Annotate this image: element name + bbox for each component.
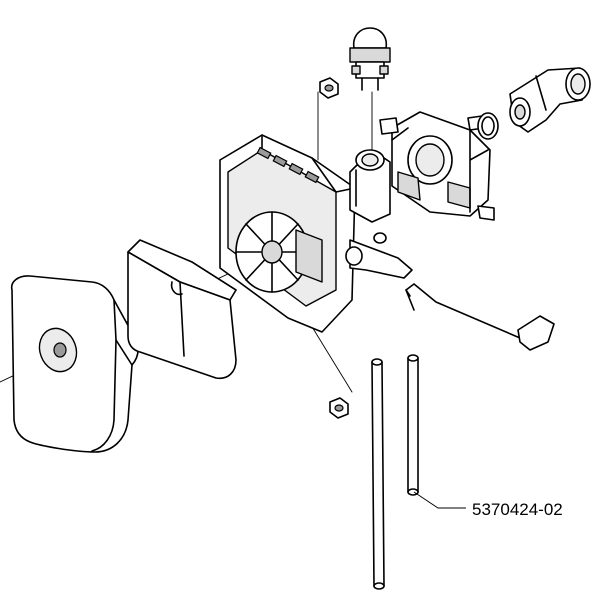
filter-cover	[10, 275, 139, 453]
housing-vent-slots	[256, 146, 320, 184]
callout-leader-line	[413, 491, 466, 509]
carburetor	[379, 111, 495, 221]
bottom-nut	[329, 397, 349, 419]
intake-grille	[235, 211, 309, 293]
part-number-callout: 5370424-02	[472, 500, 563, 519]
primer-bulb	[349, 27, 391, 91]
filter-element	[127, 239, 237, 380]
throttle-rod	[405, 283, 555, 351]
filter-housing	[219, 134, 413, 333]
top-nut	[319, 77, 339, 99]
fuel-hose-left	[371, 358, 385, 590]
gasket-ring	[477, 112, 499, 140]
intake-elbow	[509, 67, 591, 133]
fuel-hose-right	[407, 354, 419, 496]
